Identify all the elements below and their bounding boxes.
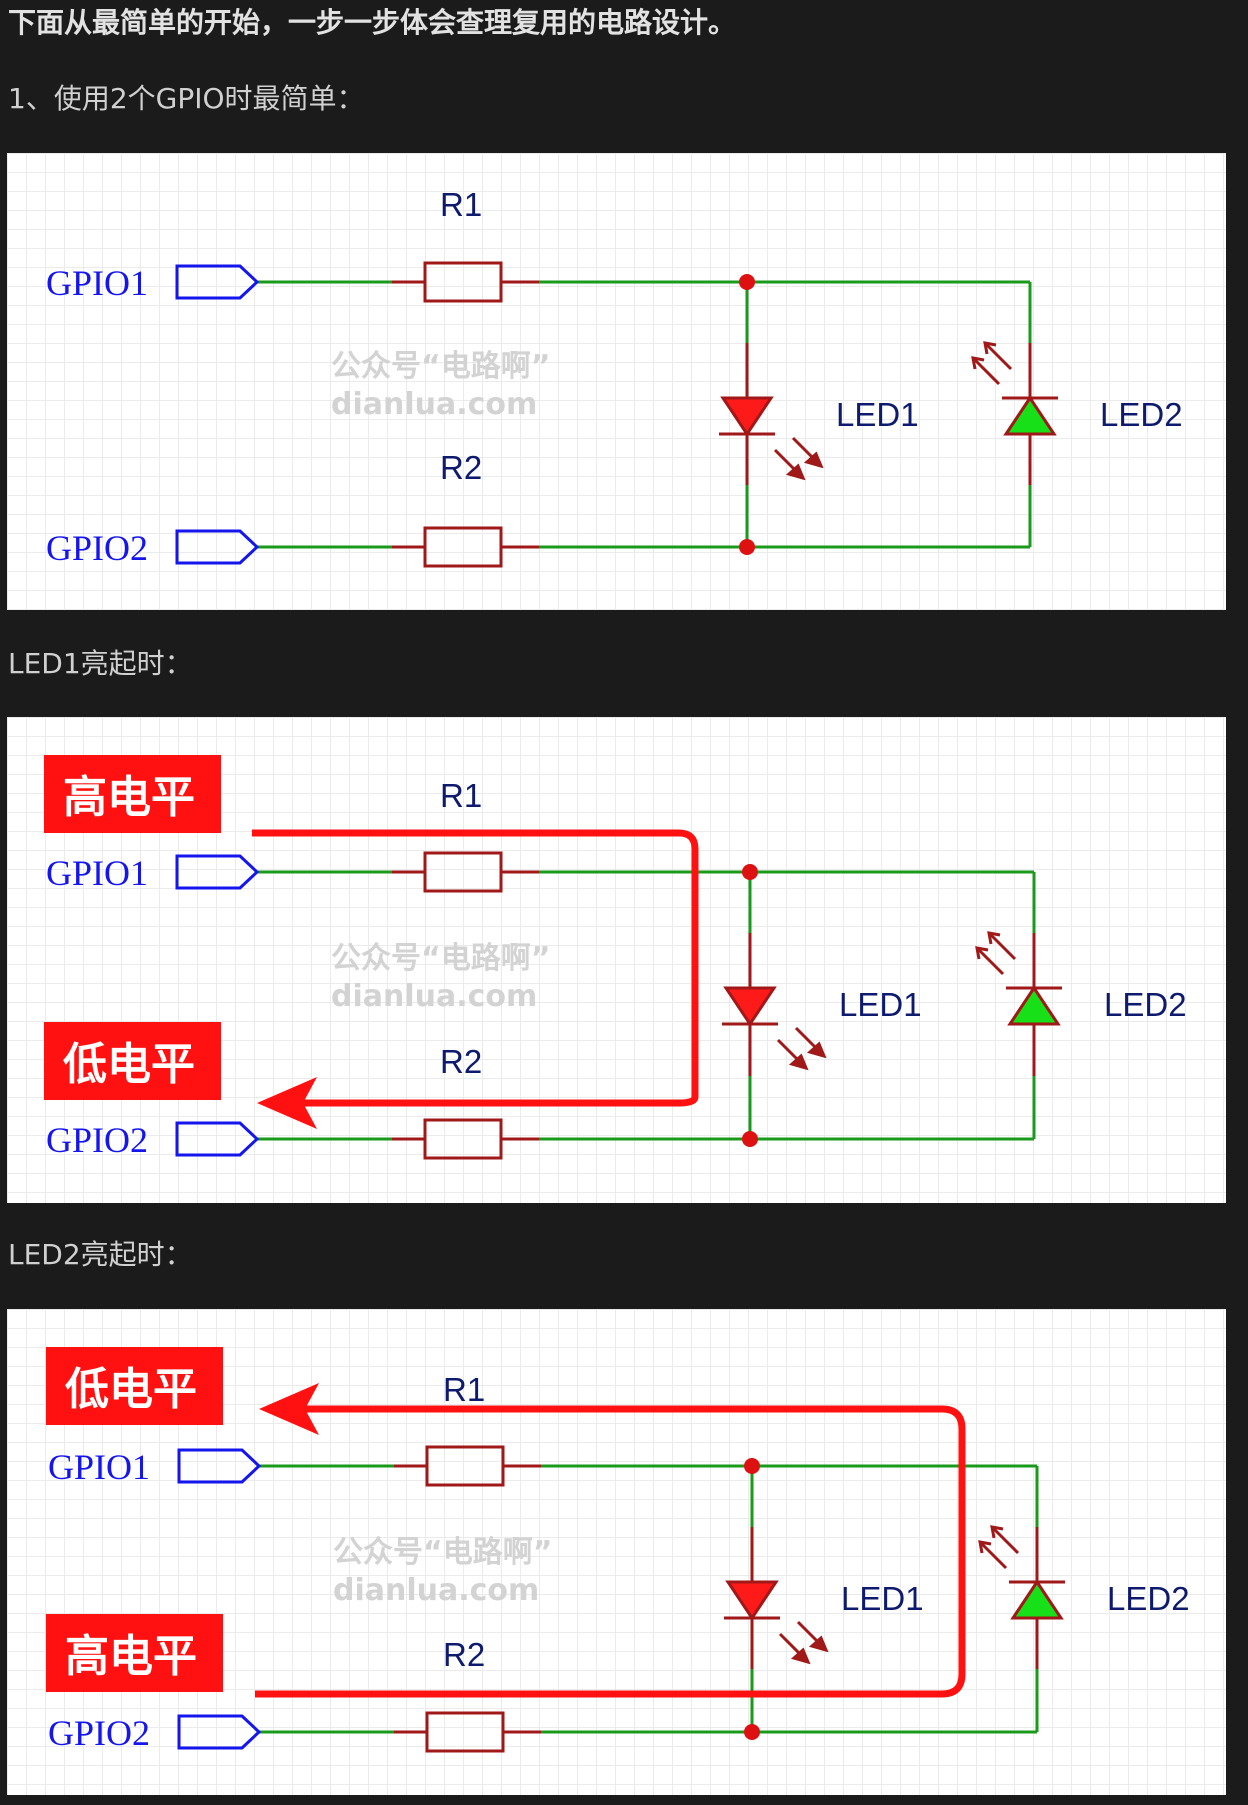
gpio1-label: GPIO1 bbox=[48, 1447, 150, 1487]
led2-label: LED2 bbox=[1104, 986, 1187, 1023]
section-heading: 下面从最简单的开始，一步一步体会查理复用的电路设计。 bbox=[8, 6, 737, 39]
gpio1-label: GPIO1 bbox=[46, 853, 148, 893]
led1-label: LED1 bbox=[839, 986, 922, 1023]
led1-diode bbox=[719, 343, 824, 485]
gpio2-label: GPIO2 bbox=[46, 1120, 148, 1160]
wires bbox=[257, 1464, 1039, 1734]
gpio1-port: GPIO1 bbox=[46, 853, 260, 893]
junction-dots bbox=[739, 274, 755, 555]
resistor-r1 bbox=[392, 851, 539, 893]
low-level-badge: 低电平 bbox=[44, 1022, 221, 1100]
gpio2-label: GPIO2 bbox=[48, 1713, 150, 1753]
r1-label: R1 bbox=[443, 1371, 485, 1408]
resistor-r1 bbox=[394, 1445, 541, 1487]
junction-dots bbox=[744, 1458, 760, 1740]
low-level-badge: 低电平 bbox=[46, 1347, 223, 1425]
low-level-label: 低电平 bbox=[63, 1039, 195, 1090]
gpio1-label: GPIO1 bbox=[46, 263, 148, 303]
resistor-r1 bbox=[392, 261, 539, 303]
r2-label: R2 bbox=[440, 1043, 482, 1080]
wires bbox=[255, 870, 1036, 1141]
r2-label: R2 bbox=[443, 1636, 485, 1673]
watermark-line1: 公众号“电路啊” bbox=[331, 941, 550, 976]
paragraph-two-gpio: 1、使用2个GPIO时最简单： bbox=[8, 82, 365, 115]
led2-label: LED2 bbox=[1100, 396, 1183, 433]
diagram-led2-on: 低电平 高电平 GPIO1 GPIO2 R1 R2 bbox=[7, 1309, 1226, 1795]
r1-label: R1 bbox=[440, 777, 482, 814]
led1-label: LED1 bbox=[836, 396, 919, 433]
gpio1-port: GPIO1 bbox=[48, 1447, 262, 1487]
resistor-r2 bbox=[394, 1711, 541, 1753]
diagram-basic-circuit: GPIO1 GPIO2 R1 R2 LED1 bbox=[7, 153, 1226, 610]
gpio2-port: GPIO2 bbox=[48, 1713, 262, 1753]
gpio2-label: GPIO2 bbox=[46, 528, 148, 568]
wires bbox=[255, 280, 1032, 549]
r2-label: R2 bbox=[440, 449, 482, 486]
led2-diode bbox=[978, 1525, 1065, 1669]
watermark-line1: 公众号“电路啊” bbox=[331, 349, 550, 384]
r1-label: R1 bbox=[440, 186, 482, 223]
led2-diode bbox=[971, 341, 1058, 485]
high-level-badge: 高电平 bbox=[44, 755, 221, 833]
led1-label: LED1 bbox=[841, 1580, 924, 1617]
watermark-line1: 公众号“电路啊” bbox=[333, 1535, 552, 1570]
gpio2-port: GPIO2 bbox=[46, 528, 260, 568]
watermark-line2: dianlua.com bbox=[333, 1573, 539, 1608]
current-path-arrow bbox=[252, 829, 699, 1129]
gpio1-port: GPIO1 bbox=[46, 263, 260, 303]
resistor-r2 bbox=[392, 526, 539, 568]
paragraph-led1-on: LED1亮起时： bbox=[8, 647, 193, 680]
led1-diode bbox=[722, 933, 827, 1076]
high-level-label: 高电平 bbox=[63, 772, 195, 823]
led2-diode bbox=[975, 931, 1062, 1076]
current-path-arrow bbox=[255, 1383, 966, 1698]
paragraph-led2-on: LED2亮起时： bbox=[8, 1238, 193, 1271]
watermark-line2: dianlua.com bbox=[331, 387, 537, 422]
low-level-label: 低电平 bbox=[65, 1364, 197, 1415]
high-level-label: 高电平 bbox=[65, 1631, 197, 1682]
high-level-badge: 高电平 bbox=[46, 1614, 223, 1692]
resistor-r2 bbox=[392, 1118, 539, 1160]
led2-label: LED2 bbox=[1107, 1580, 1190, 1617]
gpio2-port: GPIO2 bbox=[46, 1120, 260, 1160]
junction-dots bbox=[742, 864, 758, 1147]
diagram-led1-on: 高电平 低电平 GPIO1 GPIO2 R1 R2 bbox=[7, 717, 1226, 1203]
watermark-line2: dianlua.com bbox=[331, 979, 537, 1014]
led1-diode bbox=[724, 1527, 829, 1669]
